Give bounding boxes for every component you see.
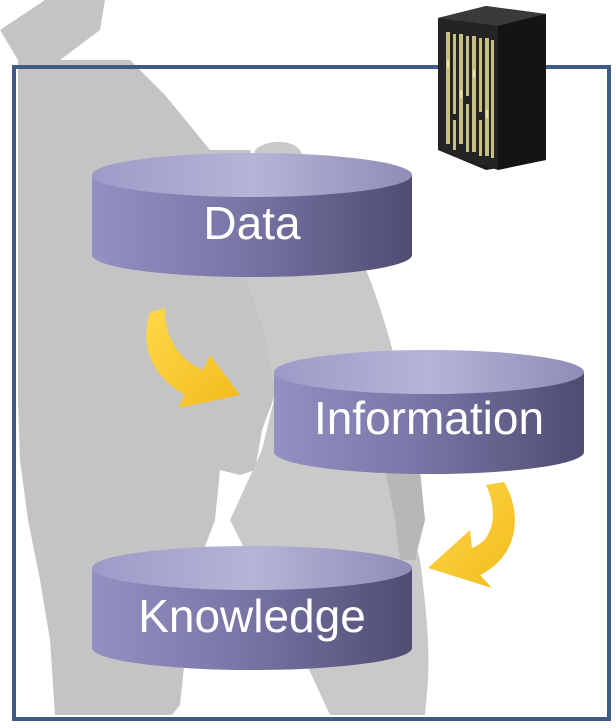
data-label: Data (203, 197, 301, 249)
server-rack-icon (438, 6, 546, 170)
curved-arrow-icon (428, 482, 515, 588)
disk-information (274, 350, 584, 474)
information-label: Information (313, 392, 545, 444)
knowledge-label: Knowledge (138, 590, 366, 642)
disk-data (92, 153, 412, 277)
disk-knowledge (92, 546, 412, 670)
frame-border (12, 65, 611, 721)
curved-arrow-icon (146, 308, 240, 408)
